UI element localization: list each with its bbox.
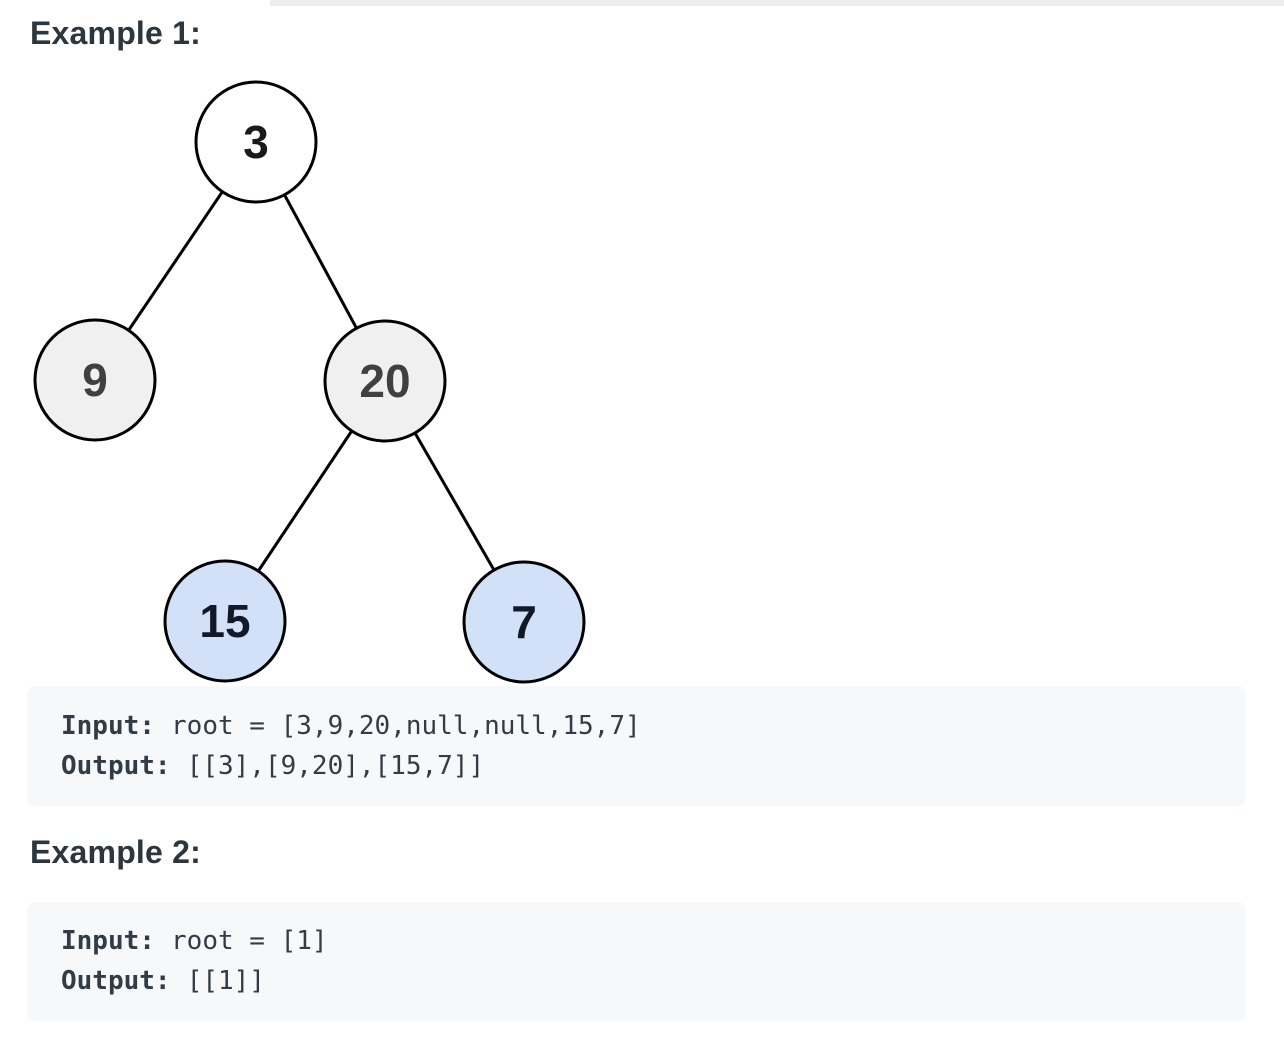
tree-node-right-left: 15 xyxy=(163,559,287,683)
top-code-block-edge xyxy=(270,0,1284,6)
input-label: Input: xyxy=(61,711,155,741)
tree-node-left: 9 xyxy=(33,318,157,442)
example-1-heading: Example 1: xyxy=(30,15,201,51)
example-2-input-line: Input: root = [1] xyxy=(61,921,1212,961)
tree-node-root: 3 xyxy=(194,80,318,204)
example-1-io-block: Input: root = [3,9,20,null,null,15,7] Out… xyxy=(27,686,1246,806)
tree-node-label: 9 xyxy=(82,354,108,406)
input-label: Input: xyxy=(61,926,155,956)
tree-node-circle xyxy=(163,559,287,683)
tree-node-right: 20 xyxy=(323,319,447,443)
example-2-heading: Example 2: xyxy=(30,834,201,870)
output-label: Output: xyxy=(61,966,171,996)
tree-node-label: 7 xyxy=(511,596,537,648)
tree-node-circle xyxy=(462,560,586,684)
tree-node-circle xyxy=(194,80,318,204)
example-1-output-line: Output: [[3],[9,20],[15,7]] xyxy=(61,746,1212,786)
binary-tree-diagram: 3 9 20 15 7 xyxy=(33,80,586,684)
output-value: [[1]] xyxy=(186,966,265,996)
input-value: root = [3,9,20,null,null,15,7] xyxy=(171,711,641,741)
tree-node-label: 20 xyxy=(359,355,410,407)
example-1-input-line: Input: root = [3,9,20,null,null,15,7] xyxy=(61,706,1212,746)
example-2-io-block: Input: root = [1] Output: [[1]] xyxy=(27,902,1246,1021)
output-value: [[3],[9,20],[15,7]] xyxy=(186,751,485,781)
input-value: root = [1] xyxy=(171,926,328,956)
tree-node-circle xyxy=(33,318,157,442)
example-2-output-line: Output: [[1]] xyxy=(61,961,1212,1001)
tree-node-circle xyxy=(323,319,447,443)
tree-node-right-right: 7 xyxy=(462,560,586,684)
tree-node-label: 3 xyxy=(243,116,269,168)
output-label: Output: xyxy=(61,751,171,781)
tree-edges xyxy=(93,141,526,623)
tree-node-label: 15 xyxy=(199,595,250,647)
